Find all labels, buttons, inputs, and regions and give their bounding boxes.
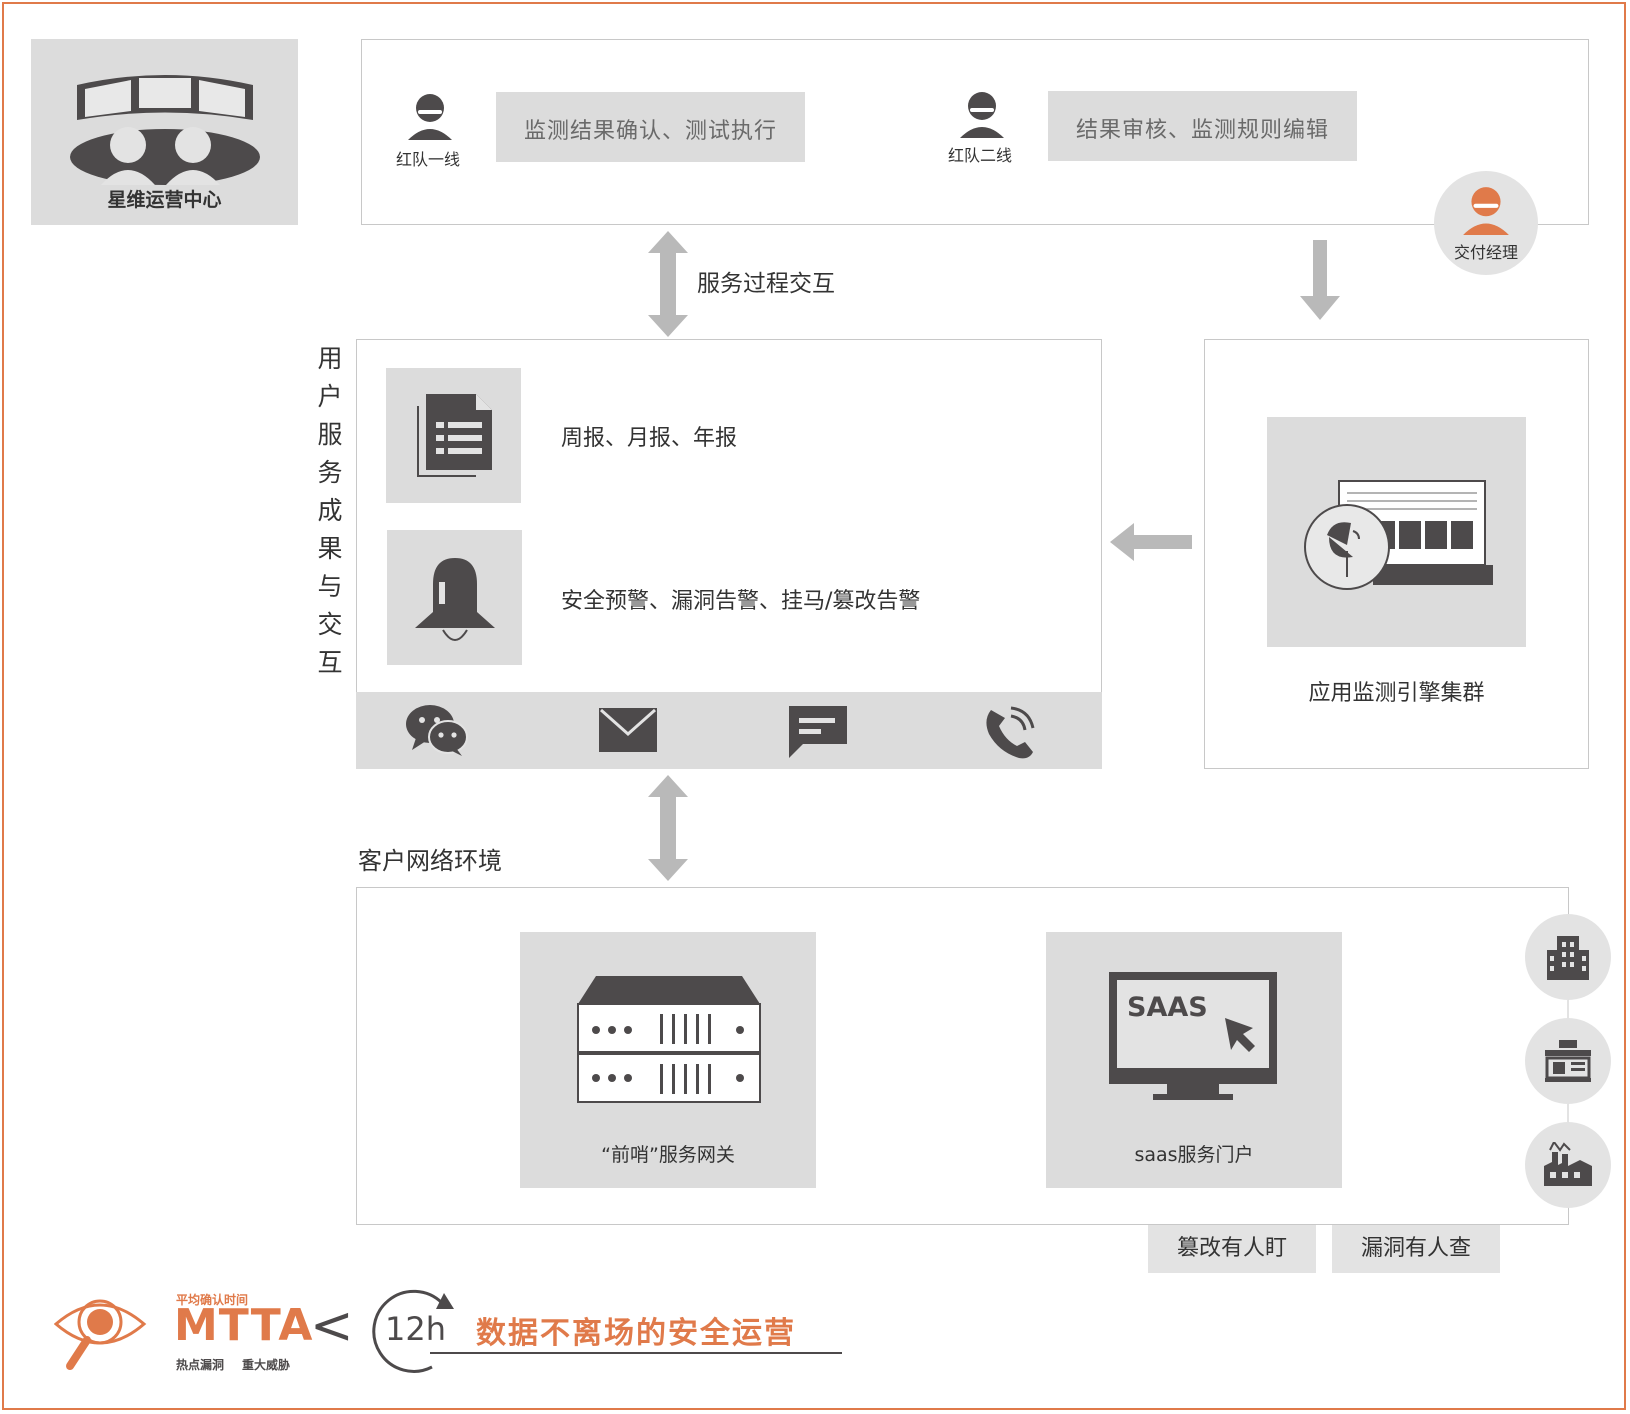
- channel-bar: [356, 692, 1102, 769]
- server-cluster-icon: [1304, 480, 1493, 590]
- vlabel-char: 服: [317, 420, 343, 449]
- arrow-down: [1300, 240, 1340, 320]
- manager-person-icon: [1463, 187, 1509, 235]
- double-arrow-vertical: [648, 231, 688, 337]
- badge-connector: [1567, 1104, 1569, 1122]
- factory-badge: [1525, 1122, 1611, 1208]
- red-team-line1-label: 红队一线: [396, 150, 461, 169]
- red-team-line2-task-text: 结果审核、监测规则编辑: [1075, 118, 1329, 143]
- factory-icon: [1544, 1142, 1592, 1186]
- vlabel-char: 成: [317, 496, 343, 525]
- bell-icon: [415, 558, 495, 641]
- customer-network-label: 客户网络环境: [358, 847, 502, 875]
- phone-icon: [986, 706, 1035, 759]
- vlabel-char: 用: [317, 344, 343, 373]
- vlabel-char: 果: [317, 534, 343, 563]
- soc-title: 星维运营中心: [107, 189, 222, 211]
- gateway-label: “前哨”服务网关: [601, 1144, 735, 1166]
- monitoring-center-icon: [70, 75, 260, 185]
- portal-label: saas服务门户: [1134, 1144, 1254, 1166]
- slogan-text: 数据不离场的安全运营: [476, 1316, 796, 1351]
- shop-badge: [1525, 1018, 1611, 1104]
- saas-monitor-icon: SAAS: [1109, 972, 1277, 1104]
- delivery-manager-label: 交付经理: [1453, 243, 1518, 262]
- alert-tile: [387, 530, 522, 665]
- gateway-server-icon: [577, 976, 761, 1103]
- interaction-label: 服务过程交互: [697, 271, 835, 297]
- portal-tile: SAAS saas服务门户: [1046, 932, 1342, 1188]
- vlabel-char: 交: [317, 610, 343, 639]
- red-team-line2-task: 结果审核、监测规则编辑: [1048, 91, 1357, 161]
- engine-label: 应用监测引擎集群: [1308, 681, 1485, 706]
- shop-icon: [1545, 1040, 1591, 1082]
- alerts-text: 安全预警、漏洞告警、挂马/篡改告警: [561, 589, 921, 614]
- mtta-sub1: 热点漏洞: [176, 1358, 225, 1372]
- arrow-left: [1110, 523, 1192, 561]
- vlabel-char: 与: [317, 572, 343, 601]
- vlabel-char: 务: [317, 458, 343, 487]
- red-team-line1-task-text: 监测结果确认、测试执行: [523, 119, 777, 144]
- red-team-line1-task: 监测结果确认、测试执行: [496, 92, 805, 162]
- reports-text: 周报、月报、年报: [561, 426, 738, 451]
- mail-icon: [599, 708, 657, 752]
- wechat-icon: [406, 705, 468, 756]
- building-icon: [1547, 936, 1589, 980]
- report-tile: [386, 368, 521, 503]
- badge-connector: [1567, 1000, 1569, 1020]
- mtta-title: MTTA: [174, 1300, 314, 1351]
- engine-tile: [1267, 417, 1526, 647]
- vlabel-char: 户: [317, 382, 343, 411]
- enterprise-badge: [1525, 914, 1611, 1000]
- vlabel-char: 互: [317, 648, 343, 677]
- mtta-sub2: 重大威胁: [242, 1358, 291, 1372]
- red-team-line2-label: 红队二线: [948, 146, 1013, 165]
- delivery-manager-badge: 交付经理: [1434, 171, 1538, 275]
- document-icon: [417, 394, 492, 477]
- less-than-sign: <: [310, 1296, 354, 1356]
- slogan-underline: [430, 1352, 842, 1354]
- clock-cycle-icon: [372, 1289, 454, 1373]
- tamper-tag: 篡改有人盯: [1148, 1225, 1316, 1273]
- soc-card: 星维运营中心: [31, 39, 298, 225]
- message-icon: [789, 706, 847, 758]
- double-arrow-vertical: [648, 775, 688, 881]
- user-service-vertical-label: 用 户 服 务 成 果 与 交 互: [315, 340, 345, 682]
- eye-magnifier-icon: [54, 1299, 147, 1370]
- hours-value: 12h: [385, 1310, 446, 1348]
- person-icon: [960, 92, 1004, 138]
- saas-screen-text: SAAS: [1127, 992, 1208, 1023]
- gateway-tile: “前哨”服务网关: [520, 932, 816, 1188]
- vuln-tag: 漏洞有人查: [1332, 1225, 1500, 1273]
- person-icon: [408, 94, 452, 140]
- mtta-caption: 平均确认时间: [176, 1293, 249, 1307]
